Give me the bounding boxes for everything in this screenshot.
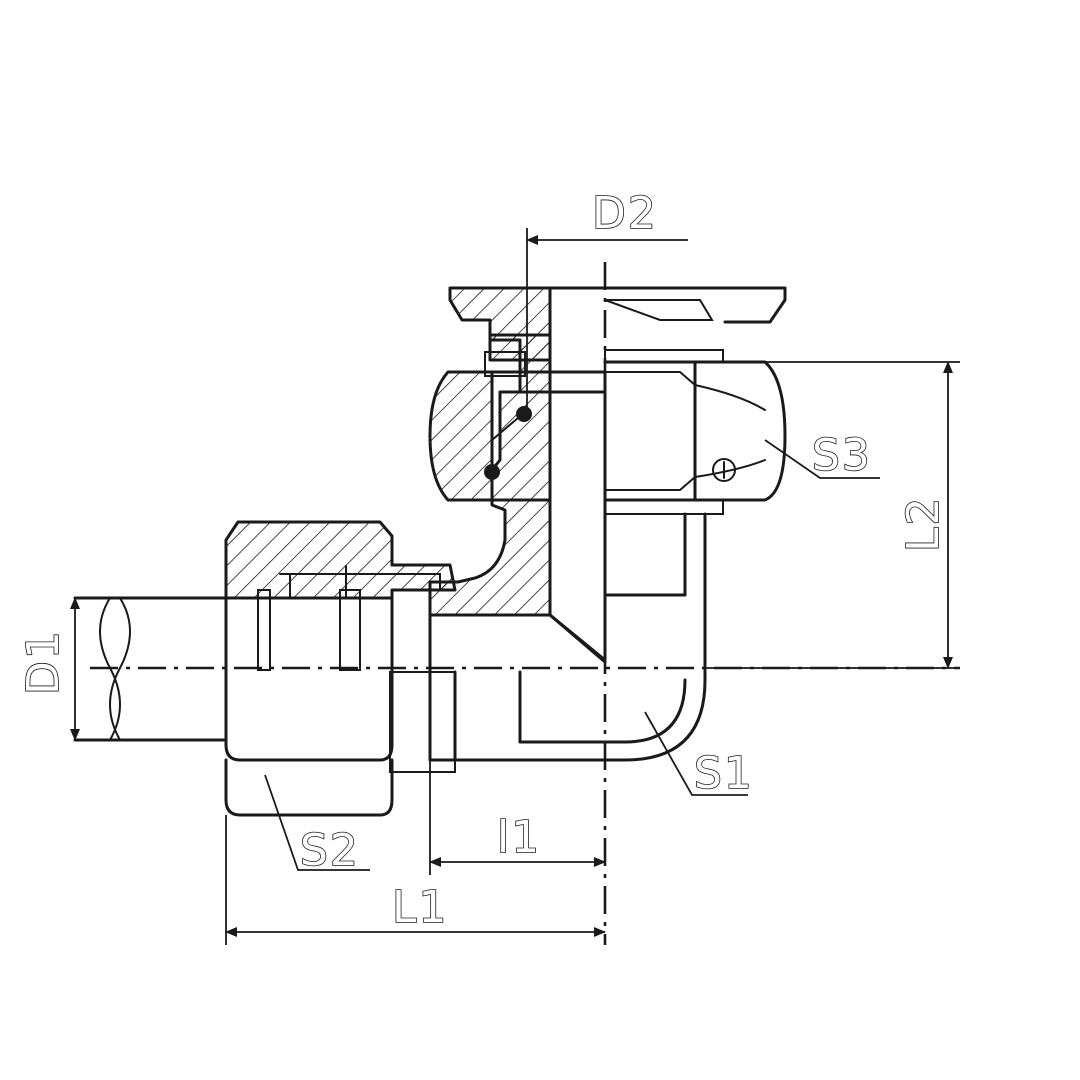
- label-s2: S2: [300, 825, 360, 876]
- upper-port-flange: [448, 286, 787, 394]
- label-d2: D2: [592, 188, 658, 239]
- label-s3: S3: [812, 430, 872, 481]
- label-s1: S1: [694, 748, 754, 799]
- swivel-nut-s2: [224, 520, 457, 817]
- swivel-nut-s3: [428, 360, 787, 515]
- elbow-body: [428, 390, 607, 664]
- dimension-lines: [70, 228, 960, 945]
- label-small-l1: l1: [497, 812, 541, 863]
- label-d1: D1: [18, 629, 69, 695]
- label-l1: L1: [392, 882, 449, 933]
- label-l2: L2: [898, 495, 949, 552]
